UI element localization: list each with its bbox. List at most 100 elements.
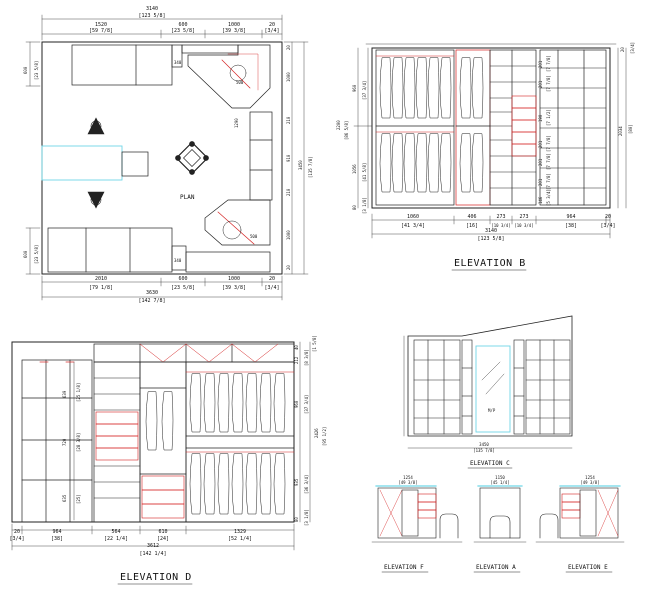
svg-text:[3 1/8]: [3 1/8]: [304, 509, 309, 526]
svg-text:201: 201: [538, 140, 543, 148]
svg-text:20: 20: [286, 45, 291, 50]
svg-text:[25 1/8]: [25 1/8]: [76, 383, 81, 402]
elev-e-title: ELEVATION E: [568, 564, 608, 571]
svg-text:720: 720: [62, 438, 67, 446]
elev-c-mirror: [475, 345, 511, 433]
svg-text:[123 5/8]: [123 5/8]: [138, 13, 165, 19]
svg-text:2034: 2034: [618, 126, 623, 136]
plan-left-dimensions: [25, 41, 41, 275]
svg-text:960: 960: [352, 84, 357, 92]
elev-d-title: ELEVATION D: [120, 572, 192, 583]
plan-total-width: 3140: [146, 6, 158, 12]
svg-text:2200: 2200: [336, 120, 341, 130]
svg-text:[28 3/8]: [28 3/8]: [76, 433, 81, 452]
svg-text:[86 5/8]: [86 5/8]: [344, 121, 349, 140]
svg-text:[10 3/4]: [10 3/4]: [514, 223, 533, 228]
svg-text:[49 3/8]: [49 3/8]: [580, 480, 599, 485]
svg-text:[123 5/8]: [123 5/8]: [477, 236, 504, 242]
svg-text:[7 7/8]: [7 7/8]: [546, 55, 551, 72]
svg-text:212: 212: [294, 356, 299, 364]
svg-text:[3/4]: [3/4]: [264, 28, 279, 34]
svg-text:600: 600: [23, 250, 28, 258]
svg-text:[41 3/4]: [41 3/4]: [401, 223, 425, 229]
plan-text: 3140 [123 5/8] 1520 [59 7/8] 600 [23 5/8…: [23, 6, 313, 304]
svg-text:3450: 3450: [298, 160, 303, 170]
elevation-d: [11, 341, 311, 551]
svg-text:[3/4]: [3/4]: [9, 536, 24, 542]
elevation-a: [473, 485, 527, 543]
svg-text:[8 3/8]: [8 3/8]: [304, 349, 309, 366]
svg-text:[45 1/4]: [45 1/4]: [490, 480, 509, 485]
plan-bottom-dimensions: [41, 275, 283, 301]
plan-view: [25, 14, 309, 301]
svg-text:3140: 3140: [485, 228, 497, 234]
svg-text:500: 500: [236, 80, 244, 85]
svg-text:500: 500: [250, 234, 258, 239]
plan-corner-unit-top: [187, 44, 271, 109]
svg-text:610: 610: [158, 529, 167, 535]
elevation-e: [535, 485, 625, 543]
svg-text:210: 210: [286, 188, 291, 196]
svg-text:20: 20: [605, 214, 611, 220]
elev-b-outline: [371, 47, 611, 209]
plan-corner-unit-bottom: [204, 199, 271, 246]
elev-f-text: 1254 [49 3/8] ELEVATION F: [381, 475, 429, 573]
svg-text:[135 7/8]: [135 7/8]: [473, 448, 495, 453]
svg-text:1000: 1000: [286, 72, 291, 82]
svg-text:201: 201: [538, 178, 543, 186]
svg-text:964: 964: [52, 529, 61, 535]
svg-text:[23 5/8]: [23 5/8]: [34, 61, 39, 80]
svg-text:3630: 3630: [146, 290, 158, 296]
svg-text:2426: 2426: [314, 428, 319, 438]
svg-text:[38]: [38]: [51, 536, 63, 542]
svg-text:[1 5/8]: [1 5/8]: [312, 335, 317, 352]
svg-text:201: 201: [538, 60, 543, 68]
svg-text:[3 1/8]: [3 1/8]: [362, 197, 367, 214]
plan-top-dimensions: [41, 14, 283, 41]
section-marker-top: [87, 117, 105, 135]
svg-text:273: 273: [519, 214, 528, 220]
plan-ottoman: [175, 141, 209, 175]
svg-text:600: 600: [178, 276, 187, 282]
svg-text:1520: 1520: [95, 22, 107, 28]
elev-e-text: 1254 [49 3/8] ELEVATION E: [565, 475, 613, 573]
svg-text:20: 20: [620, 47, 625, 52]
svg-text:146: 146: [538, 196, 543, 204]
svg-text:340: 340: [174, 60, 182, 65]
svg-text:[7 7/8]: [7 7/8]: [546, 75, 551, 92]
elev-b-garments: [379, 57, 484, 193]
elev-f-title: ELEVATION F: [384, 564, 424, 571]
svg-text:635: 635: [62, 494, 67, 502]
svg-text:1000: 1000: [286, 230, 291, 240]
svg-text:[24]: [24]: [157, 536, 169, 542]
svg-text:3612: 3612: [147, 543, 159, 549]
svg-text:[52 1/4]: [52 1/4]: [228, 536, 252, 542]
svg-text:20: 20: [14, 529, 20, 535]
elevation-c: [403, 315, 573, 449]
plan-top-cabinets: [71, 44, 173, 86]
svg-text:[23 5/8]: [23 5/8]: [34, 245, 39, 264]
svg-text:[7 7/8]: [7 7/8]: [546, 153, 551, 170]
svg-text:[59 7/8]: [59 7/8]: [89, 28, 113, 34]
svg-text:1056: 1056: [352, 164, 357, 174]
plan-title: PLAN: [180, 194, 195, 201]
elev-c-title: ELEVATION C: [470, 460, 510, 467]
svg-text:210: 210: [286, 116, 291, 124]
svg-text:201: 201: [538, 158, 543, 166]
svg-text:2010: 2010: [95, 276, 107, 282]
svg-text:[41 5/8]: [41 5/8]: [362, 163, 367, 182]
svg-text:[36 3/4]: [36 3/4]: [304, 475, 309, 494]
plan-right-dimensions: [283, 41, 309, 275]
plan-island: [41, 145, 123, 181]
svg-text:[142 1/4]: [142 1/4]: [139, 551, 166, 557]
elevation-f: [371, 485, 463, 543]
svg-text:[22 1/4]: [22 1/4]: [104, 536, 128, 542]
svg-text:1254: 1254: [403, 475, 413, 480]
svg-text:[95 1/2]: [95 1/2]: [322, 427, 327, 446]
svg-text:1060: 1060: [407, 214, 419, 220]
svg-text:[142 7/8]: [142 7/8]: [138, 298, 165, 304]
svg-text:1150: 1150: [495, 475, 505, 480]
svg-text:[39 3/8]: [39 3/8]: [222, 28, 246, 34]
